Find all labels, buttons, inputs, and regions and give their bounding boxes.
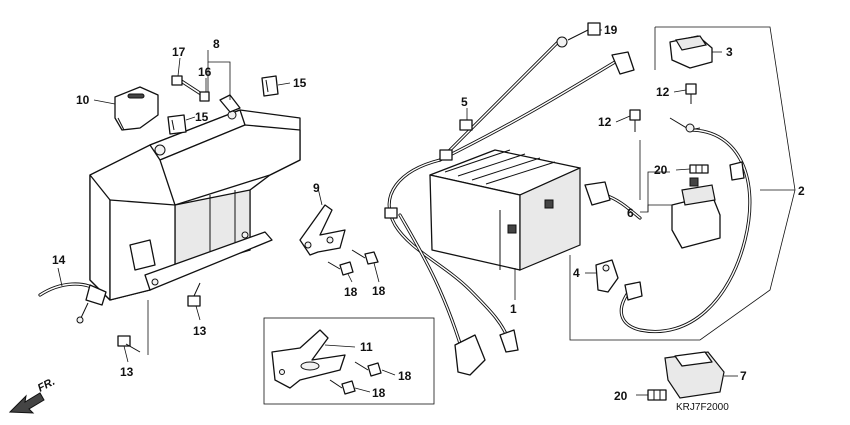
callout-16[interactable]: 16 — [198, 65, 212, 79]
callout-4[interactable]: 4 — [573, 266, 580, 280]
callout-18-c[interactable]: 18 — [398, 369, 412, 383]
callout-18-a[interactable]: 18 — [344, 285, 358, 299]
clip-15-lower[interactable] — [167, 114, 187, 135]
callout-13-right[interactable]: 13 — [193, 324, 207, 338]
callout-20-upper[interactable]: 20 — [654, 163, 668, 177]
terminal-cover-3[interactable] — [669, 35, 713, 69]
callout-7[interactable]: 7 — [740, 369, 747, 383]
screw-18-c[interactable] — [354, 361, 382, 377]
cable-tie[interactable] — [38, 282, 107, 324]
wire-harness[interactable] — [384, 38, 752, 376]
callout-20-lower[interactable]: 20 — [614, 389, 628, 403]
screw-18-b[interactable] — [327, 261, 354, 276]
callout-18-d[interactable]: 18 — [372, 386, 386, 400]
fuse-20-upper[interactable] — [689, 164, 709, 174]
relay-cover-7[interactable] — [664, 351, 725, 399]
callout-18-b[interactable]: 18 — [372, 284, 386, 298]
clip-15-upper[interactable] — [261, 75, 279, 97]
bracket-11[interactable] — [271, 329, 346, 389]
fuse-20-lower[interactable] — [647, 389, 667, 401]
bolt-13-left[interactable] — [117, 335, 141, 353]
bolt-13-right[interactable] — [187, 282, 201, 307]
starter-relay-6[interactable] — [669, 117, 721, 249]
direction-arrow: FR. — [8, 376, 57, 414]
callout-14[interactable]: 14 — [52, 253, 66, 267]
callout-15-upper[interactable]: 15 — [293, 76, 307, 90]
cover-cap[interactable] — [114, 86, 159, 131]
callout-15-lower[interactable]: 15 — [195, 110, 209, 124]
callout-10[interactable]: 10 — [76, 93, 90, 107]
screw-18-a[interactable] — [351, 249, 379, 265]
callout-11[interactable]: 11 — [360, 340, 373, 354]
screw-18-d[interactable] — [329, 379, 356, 395]
callout-9[interactable]: 9 — [313, 181, 320, 195]
bolt-12-lower[interactable] — [629, 109, 641, 132]
nut-16[interactable] — [199, 91, 210, 102]
bolt-12-upper[interactable] — [685, 83, 697, 104]
terminal-cap-4[interactable] — [595, 259, 643, 301]
leader-lines — [57, 29, 795, 396]
callout-2[interactable]: 2 — [798, 184, 805, 198]
callout-13-left[interactable]: 13 — [120, 365, 134, 379]
callout-19[interactable]: 19 — [604, 23, 618, 37]
callout-labels: 1 2 3 4 5 6 7 8 9 10 11 12 12 13 13 14 1… — [52, 23, 805, 403]
group-frames — [147, 26, 796, 405]
callout-17[interactable]: 17 — [172, 45, 186, 59]
callout-8[interactable]: 8 — [213, 37, 220, 51]
callout-3[interactable]: 3 — [726, 45, 733, 59]
stay-bracket-9[interactable] — [299, 204, 346, 256]
bolt-19[interactable] — [556, 22, 601, 48]
battery[interactable] — [429, 149, 581, 271]
diagram-code: KRJ7F2000 — [676, 402, 729, 413]
callout-12-lower[interactable]: 12 — [598, 115, 612, 129]
callout-1[interactable]: 1 — [510, 302, 517, 316]
direction-label: FR. — [36, 376, 57, 395]
callout-12-upper[interactable]: 12 — [656, 85, 670, 99]
battery-box[interactable] — [89, 94, 301, 301]
callout-6[interactable]: 6 — [627, 206, 634, 220]
callout-5[interactable]: 5 — [461, 95, 468, 109]
